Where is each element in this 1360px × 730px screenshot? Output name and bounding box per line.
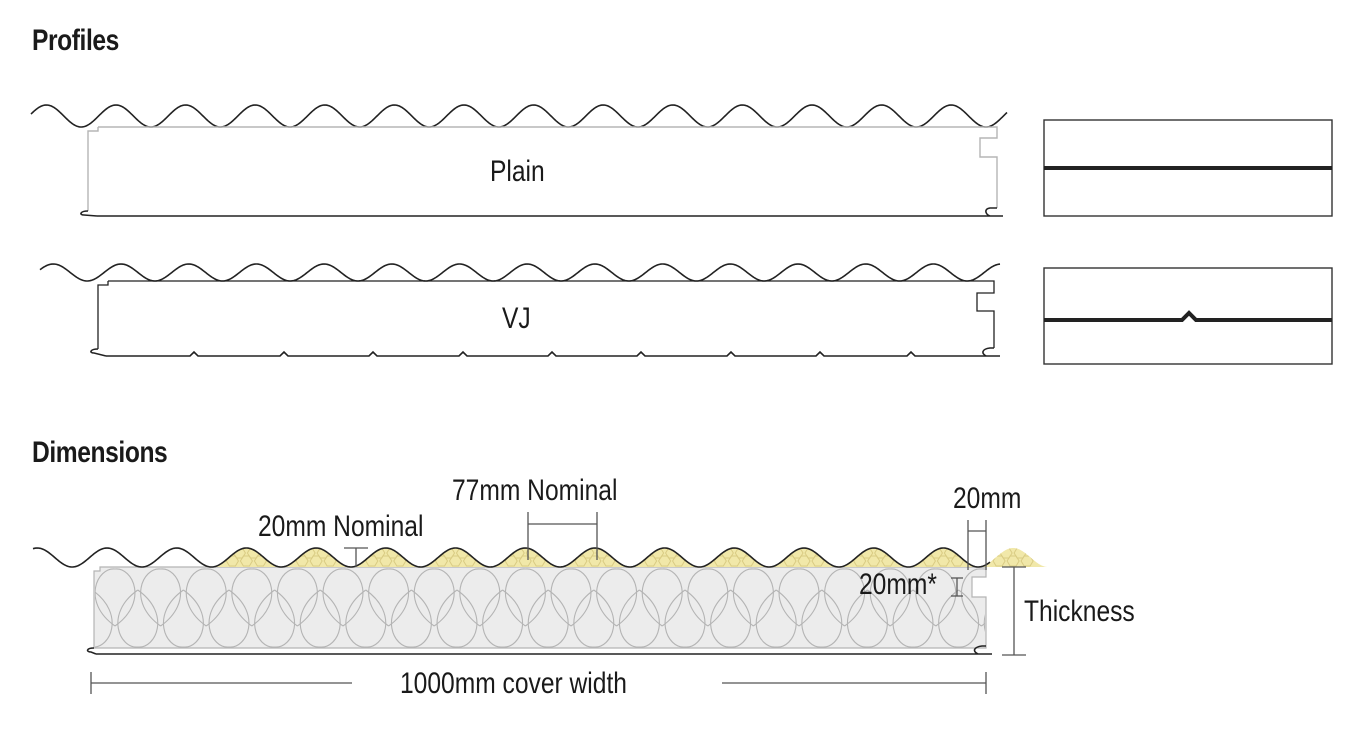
dimension-lines xyxy=(90,512,1026,694)
plain-panel-drawing xyxy=(30,104,1008,217)
vj-profile-swatch xyxy=(1043,267,1333,365)
vj-panel-drawing xyxy=(39,263,1001,357)
cover-width-label: 1000mm cover width xyxy=(400,667,627,700)
plain-profile-swatch xyxy=(1043,119,1333,217)
thickness-label: Thickness xyxy=(1024,595,1135,628)
dimensions-heading: Dimensions xyxy=(32,436,168,469)
plain-profile-label: Plain xyxy=(490,155,545,188)
joint-depth-label: 20mm* xyxy=(859,568,937,601)
vj-profile-label: VJ xyxy=(502,302,531,335)
overlap-width-label: 20mm xyxy=(953,482,1022,515)
profiles-heading: Profiles xyxy=(32,24,119,57)
rib-pitch-label: 77mm Nominal xyxy=(452,474,618,507)
dimension-panel-drawing xyxy=(32,547,1048,655)
rib-height-label: 20mm Nominal xyxy=(258,510,424,543)
